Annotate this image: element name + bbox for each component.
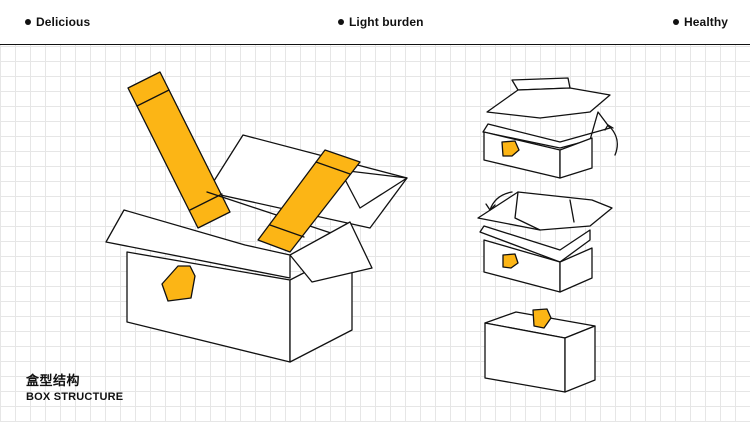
step-2-box <box>477 191 613 293</box>
feature-tag-delicious: Delicious <box>25 15 90 29</box>
caption-title-cn: 盒型结构 <box>26 373 81 388</box>
open-box-large <box>105 71 408 363</box>
bullet-dot-icon <box>25 19 31 25</box>
stick-package-1 <box>127 71 231 229</box>
caption-title-en: BOX STRUCTURE <box>26 391 124 403</box>
step-1-box <box>482 77 618 179</box>
step-3-box <box>484 308 596 393</box>
feature-label: Healthy <box>684 15 729 29</box>
feature-label: Light burden <box>349 15 424 29</box>
caption-block: 盒型结构 BOX STRUCTURE <box>26 373 123 404</box>
arrow-rotate-icon <box>607 124 618 156</box>
bullet-dot-icon <box>673 19 679 25</box>
tear-tab-icon <box>161 265 196 302</box>
stick-package-2 <box>257 149 361 253</box>
feature-bar: Delicious Light burden Healthy <box>0 0 750 45</box>
feature-label: Delicious <box>36 15 91 29</box>
arrow-rotate-icon <box>489 191 513 211</box>
bullet-dot-icon <box>338 19 344 25</box>
feature-tag-healthy: Healthy <box>673 15 728 29</box>
feature-tag-light-burden: Light burden <box>338 15 424 29</box>
